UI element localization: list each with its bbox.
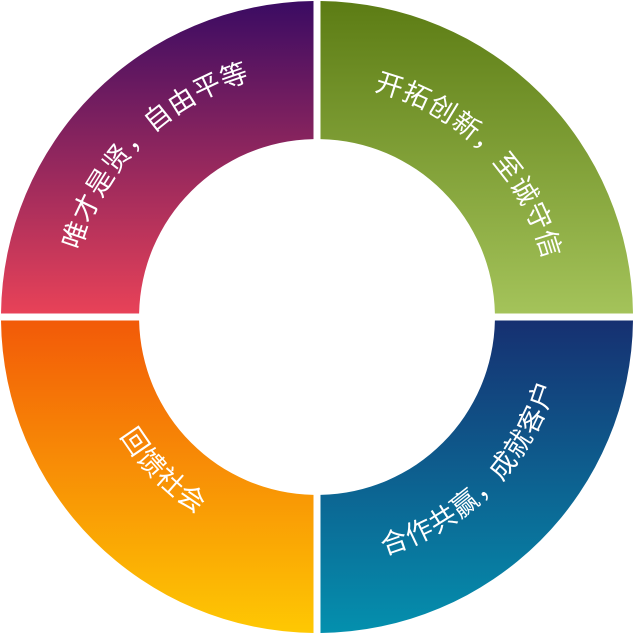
segment-top-right [320, 1, 633, 314]
segment-bottom-right [320, 320, 633, 633]
segment-bottom-left [1, 320, 314, 633]
segment-top-left [1, 1, 314, 314]
